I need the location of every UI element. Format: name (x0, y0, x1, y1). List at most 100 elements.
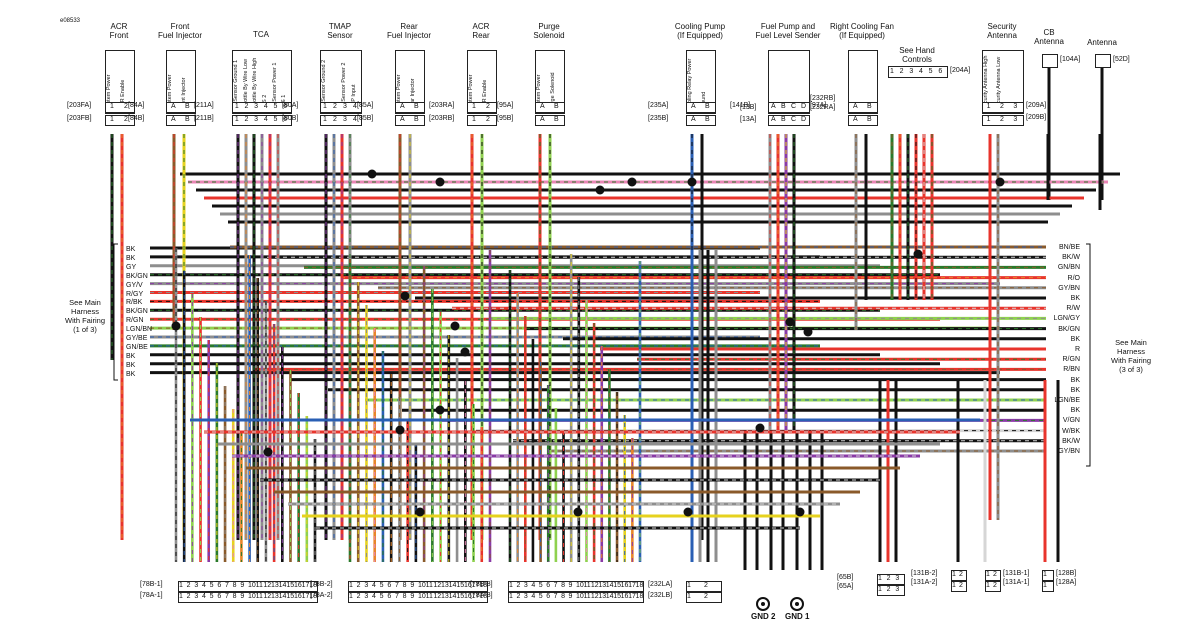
pin-number: 10 (248, 582, 256, 589)
pin-number: 5 (209, 593, 214, 600)
component-title-security-antenna-line: Security (987, 22, 1017, 31)
connector-ref: [209A] (1026, 102, 1047, 109)
harness-wire-right-2: GN/BN (1057, 264, 1080, 272)
pin-row-bottom-cooling-fan (848, 115, 878, 126)
pin-number: 1 (472, 116, 476, 123)
pin-number: 5 (209, 582, 214, 589)
pin-number: 13 (271, 582, 279, 589)
connector-ref: [78B-2] (310, 581, 333, 588)
pin-number: 4 (263, 103, 268, 110)
pin-number: 15 (456, 593, 465, 600)
splice-dot (595, 185, 605, 195)
pin-number: B (554, 103, 559, 110)
splice-dot (415, 507, 425, 517)
pin-number: 1 (687, 593, 691, 600)
connector-ref: [65B] (837, 574, 854, 581)
bottom-connector-row-top-7 (1042, 570, 1054, 581)
pin-row-top-acr-rear (467, 102, 497, 113)
pin-number: 2 (899, 68, 904, 75)
pin-number: 9 (240, 582, 245, 589)
component-title-acr-rear-line: ACR (472, 22, 490, 31)
pin-number: 3 (1013, 116, 1018, 123)
pin-row-top-rear-injector (395, 102, 425, 113)
pin-number: 6 (387, 582, 392, 589)
harness-wire-right-1: BK/W (1062, 254, 1080, 262)
connector-ref: [211B] (194, 115, 214, 122)
bottom-connector-row-bottom-3 (686, 592, 722, 603)
bottom-connector-row-bottom-2 (508, 592, 644, 603)
harness-wire-left-7: BK/GN (126, 308, 148, 316)
pin-number: 4 (531, 582, 536, 589)
pin-number: A (171, 103, 176, 110)
pin-number: C (791, 103, 797, 110)
pin-number: 3 (343, 116, 347, 123)
harness-wire-left-0: BK (126, 246, 136, 253)
connector-ref: [235A] (648, 102, 669, 109)
pin-number: 2 (486, 103, 490, 110)
harness-wire-right-7: LGN/GY (1053, 315, 1080, 323)
splice-dot (687, 177, 697, 187)
pin-number: B (781, 103, 786, 110)
harness-wire-right-12: R/BN (1063, 366, 1080, 374)
pin-number: 5 (379, 582, 384, 589)
pin-number: C (791, 116, 797, 123)
pin-row-top-purge (535, 102, 565, 113)
component-title-cooling-pump: Cooling Pump(If Equipped) (665, 22, 735, 40)
component-title-purge-line: Solenoid (533, 31, 565, 40)
pin-number: 2 (516, 593, 521, 600)
ground-ring-center (795, 602, 799, 606)
harness-label-left-line: (1 of 3) (73, 325, 97, 334)
pin-number: 16 (620, 582, 629, 589)
pin-number: 6 (283, 103, 288, 110)
pin-row-top-acr-front (105, 102, 135, 113)
pin-number: 17 (471, 593, 480, 600)
pin-number: 10 (576, 593, 584, 600)
pin-number: 1 (323, 116, 327, 123)
connector-ref: [80B] (282, 115, 299, 122)
splice-dot (913, 249, 923, 259)
ground-label-0: GND 2 (751, 612, 776, 621)
harness-wire-right-20: GY/BN (1058, 448, 1080, 455)
pin-number: 1 (179, 582, 183, 589)
pin-number: 13 (441, 593, 449, 600)
pin-number: B (705, 103, 710, 110)
connector-ref-hand-controls: [204A] (950, 67, 971, 74)
pin-number: 3 (895, 575, 900, 582)
pin-row-bottom-cooling-pump (686, 115, 716, 126)
harness-label-right-line: (3 of 3) (1119, 365, 1143, 374)
component-title-rear-injector-line: Fuel Injector (386, 31, 432, 40)
pin-number: 2 (124, 103, 128, 110)
pin-number: B (867, 103, 872, 110)
bottom-connector-row-top-6 (985, 570, 1001, 581)
bracket-right (1086, 243, 1091, 467)
connector-cb-antenna (1042, 54, 1058, 68)
component-title-antenna-line: Antenna (1087, 38, 1117, 47)
pin-number: 7 (395, 593, 399, 600)
pin-number: 1 (878, 586, 882, 593)
harness-wire-right-9: BK (1070, 335, 1080, 343)
pin-number: 9 (410, 582, 415, 589)
pin-number: 3 (895, 586, 900, 593)
pin-number: 2 (959, 571, 963, 578)
pin-number: 2 (333, 103, 337, 110)
pin-number: 15 (613, 582, 622, 589)
connector-ref: [203RA] (429, 102, 455, 109)
component-title-hand-controls-line: Controls (902, 55, 932, 64)
pin-number: 1 (986, 571, 990, 578)
ground-ring (756, 597, 770, 611)
pin-number: 2 (704, 593, 708, 600)
bottom-connector-row-top-2 (508, 581, 644, 592)
pin-number: A (691, 103, 696, 110)
harness-wire-left-13: BK (126, 361, 136, 369)
harness-wire-right-18: W/BK (1062, 427, 1080, 435)
pin-number: B (185, 116, 190, 123)
connector-ref: [95B] (497, 115, 514, 122)
pin-number: 1 (234, 103, 239, 110)
harness-wire-right-8: BK/GN (1058, 325, 1080, 333)
harness-wire-left-1: BK (126, 254, 136, 262)
harness-label-right-line: With Fairing (1110, 356, 1151, 365)
pin-number: A (771, 103, 776, 110)
